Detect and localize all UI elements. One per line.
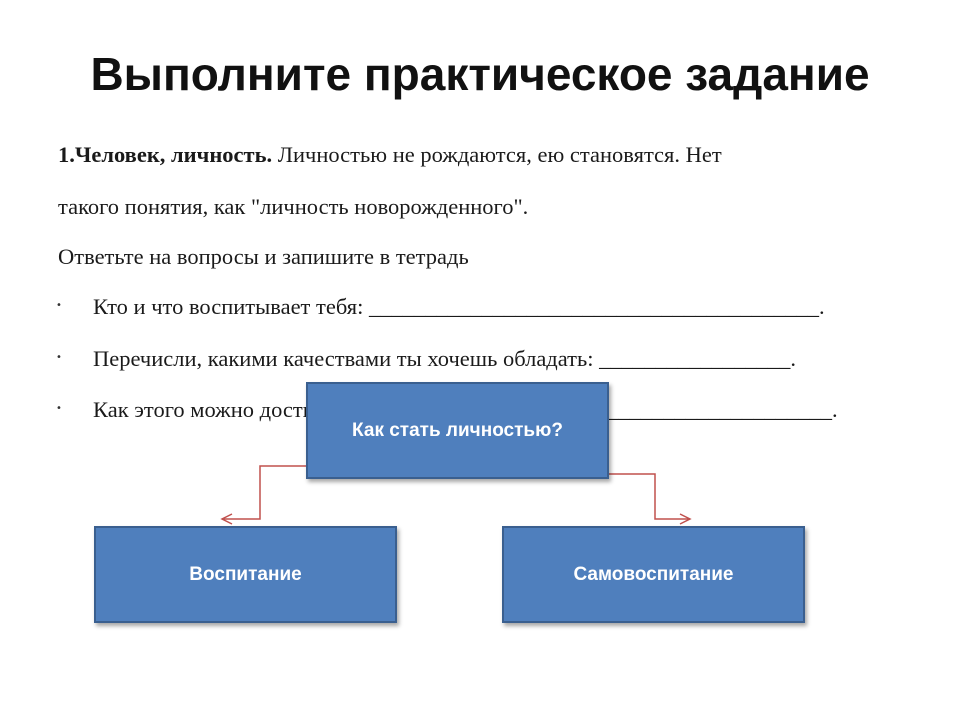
diagram-box-right-label: Самовоспитание [573, 563, 734, 585]
slide-title: Выполните практическое задание [90, 48, 870, 100]
connector-left-arrowhead [220, 513, 233, 525]
connector-right-arrowhead [679, 513, 692, 525]
diagram-box-top: Как стать личностью? [306, 382, 609, 479]
connector-right [608, 473, 690, 520]
diagram-box-left: Воспитание [94, 526, 397, 623]
diagram-box-top-label: Как стать личностью? [352, 419, 563, 441]
paragraph-line-2: такого понятия, как "личность новорожден… [58, 194, 529, 219]
bullet-marker-1: • [56, 300, 62, 311]
connector-left [222, 465, 306, 520]
diagram-box-left-label: Воспитание [189, 563, 302, 585]
bullet-marker-3: • [56, 403, 62, 414]
question-item-2: Перечисли, какими качествами ты хочешь о… [93, 346, 797, 371]
paragraph-lead: 1.Человек, личность. [58, 142, 273, 167]
diagram-box-right: Самовоспитание [502, 526, 805, 623]
question-item-1: Кто и что воспитывает тебя: ____________… [93, 294, 825, 319]
instruction-text: Ответьте на вопросы и запишите в тетрадь [58, 244, 469, 269]
paragraph-line-1: 1.Человек, личность. Личностью не рождаю… [58, 142, 938, 168]
paragraph-line-1-rest: Личностью не рождаются, ею становятся. Н… [272, 142, 722, 167]
bullet-marker-2: • [56, 352, 62, 363]
